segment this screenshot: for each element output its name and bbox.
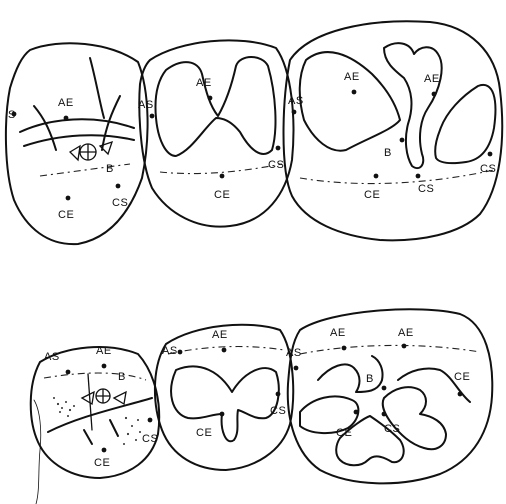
upper-tooth-3-dashed-line	[300, 170, 494, 184]
upper-tooth-1-cusp-tip	[90, 58, 104, 118]
lower-tooth-3-ae2-point	[402, 344, 407, 349]
upper-tooth-3-ae2-point	[432, 92, 437, 97]
upper-tooth-3-fissure-right	[435, 85, 495, 163]
upper-tooth-2-ce-point	[220, 174, 225, 179]
lower-tooth-1-stipple-right	[123, 417, 141, 445]
lower-tooth-3-ce1-label: CE	[336, 427, 352, 439]
upper-row: S AE B CE CS AE AS CS CE	[6, 21, 502, 244]
upper-tooth-3-fissure-left	[300, 52, 400, 151]
lower-tooth-3-as-point	[294, 366, 299, 371]
lower-tooth-3-b-label: B	[366, 373, 374, 385]
lower-tooth-1-right-triangle	[114, 392, 126, 404]
lower-tooth-3-ce2-point	[458, 392, 463, 397]
upper-tooth-1-dashed-line	[40, 164, 130, 176]
upper-tooth-2: AE AS CS CE	[138, 40, 293, 226]
upper-tooth-3-cs2-point	[488, 152, 493, 157]
upper-tooth-2-ae-label: AE	[196, 77, 212, 89]
lower-tooth-1-ce-point	[102, 448, 107, 453]
lower-tooth-1-stipple-left	[53, 397, 75, 417]
lower-tooth-3-b-point	[382, 386, 387, 391]
upper-tooth-3-as-point	[292, 110, 297, 115]
lower-tooth-3: AS AE AE B CE CE CS	[286, 309, 492, 483]
upper-tooth-3-b-point	[400, 138, 405, 143]
upper-tooth-1-b-label: B	[106, 163, 114, 175]
upper-tooth-1-ce-point	[66, 196, 71, 201]
lower-tooth-1-ae-label: AE	[96, 345, 112, 357]
upper-tooth-2-as-point	[150, 114, 155, 119]
lower-tooth-1-ridge	[48, 398, 152, 432]
upper-tooth-3-ce-label: CE	[364, 189, 380, 201]
lower-tooth-3-ae1-label: AE	[330, 327, 346, 339]
lower-tooth-3-cs-point	[382, 412, 387, 417]
lower-tooth-3-ce1-point	[354, 410, 359, 415]
upper-tooth-1-ce-label: CE	[58, 209, 74, 221]
upper-tooth-1-cs-point	[116, 184, 121, 189]
edge-bracket-mark	[34, 400, 41, 504]
upper-tooth-1-outline	[6, 43, 148, 244]
upper-tooth-3-ce-point	[374, 174, 379, 179]
upper-tooth-3-fissure-center	[384, 43, 442, 168]
upper-tooth-1-right-ridge	[24, 135, 134, 146]
lower-tooth-1-dashed-line	[44, 373, 146, 380]
upper-tooth-2-ae-point	[208, 96, 213, 101]
upper-tooth-1-right-triangle	[100, 142, 112, 154]
upper-tooth-3-as-label: AS	[288, 95, 304, 107]
upper-tooth-3-cs1-label: CS	[418, 183, 434, 195]
lower-tooth-3-ae2-label: AE	[398, 327, 414, 339]
lower-tooth-1-cs-label: CS	[142, 433, 158, 445]
upper-tooth-3-ae2-label: AE	[424, 73, 440, 85]
lower-tooth-2-ae-point	[222, 348, 227, 353]
lower-tooth-1-as-label: AS	[44, 351, 60, 363]
upper-tooth-1-left-ridge	[20, 119, 134, 132]
lower-tooth-2-ce-label: CE	[196, 427, 212, 439]
upper-tooth-1-ae-label: AE	[58, 97, 74, 109]
upper-tooth-1-left-triangle	[70, 146, 80, 160]
lower-tooth-3-outline	[288, 309, 493, 483]
lower-tooth-1-left-triangle	[82, 392, 94, 404]
upper-tooth-2-cs-point	[276, 146, 281, 151]
upper-tooth-3: AS AE AE B CE CS CS	[284, 21, 503, 240]
lower-tooth-2-fissure	[171, 366, 279, 441]
lower-tooth-3-fissure-right	[383, 387, 446, 449]
lower-tooth-2: AS AE CS CE	[155, 325, 293, 470]
lower-tooth-1-ridge-tick-2	[110, 420, 118, 436]
lower-tooth-2-ce-point	[220, 412, 225, 417]
upper-tooth-3-ae1-label: AE	[344, 71, 360, 83]
upper-tooth-2-as-label: AS	[138, 99, 154, 111]
upper-tooth-2-cs-label: CS	[268, 159, 284, 171]
lower-tooth-3-ce2-label: CE	[454, 371, 470, 383]
upper-tooth-1-s-label: S	[8, 109, 16, 121]
upper-tooth-3-cs2-label: CS	[480, 163, 496, 175]
lower-tooth-2-cs-point	[276, 392, 281, 397]
lower-tooth-2-as-label: AS	[162, 345, 178, 357]
lower-tooth-3-ae1-point	[342, 346, 347, 351]
upper-tooth-1-cs-label: CS	[112, 197, 128, 209]
lower-tooth-1-ce-label: CE	[94, 457, 110, 469]
lower-tooth-3-cs-label: CS	[384, 423, 400, 435]
lower-tooth-1-cs-point	[148, 418, 153, 423]
upper-tooth-2-dashed-line	[160, 164, 282, 174]
lower-tooth-1-as-point	[66, 370, 71, 375]
lower-row: AS AE B CS CE AS AE CS CE	[31, 309, 493, 483]
upper-tooth-1-diag-left	[34, 106, 56, 150]
lower-tooth-2-cs-label: CS	[270, 405, 286, 417]
upper-tooth-1: S AE B CE CS	[6, 43, 148, 244]
upper-tooth-2-ce-label: CE	[214, 189, 230, 201]
upper-tooth-3-b-label: B	[384, 147, 392, 159]
lower-tooth-3-dashed-line	[300, 345, 480, 354]
upper-tooth-2-fissure	[155, 57, 275, 156]
lower-tooth-1-ridge-tick-1	[84, 430, 92, 444]
lower-tooth-2-ae-label: AE	[212, 329, 228, 341]
upper-tooth-3-cs1-point	[416, 174, 421, 179]
lower-tooth-1-b-label: B	[118, 371, 126, 383]
lower-tooth-1-ae-point	[102, 364, 107, 369]
lower-tooth-1: AS AE B CS CE	[31, 345, 159, 478]
lower-tooth-2-as-point	[178, 350, 183, 355]
upper-tooth-3-ae1-point	[352, 90, 357, 95]
lower-tooth-3-as-label: AS	[286, 347, 302, 359]
upper-tooth-1-ae-point	[64, 116, 69, 121]
